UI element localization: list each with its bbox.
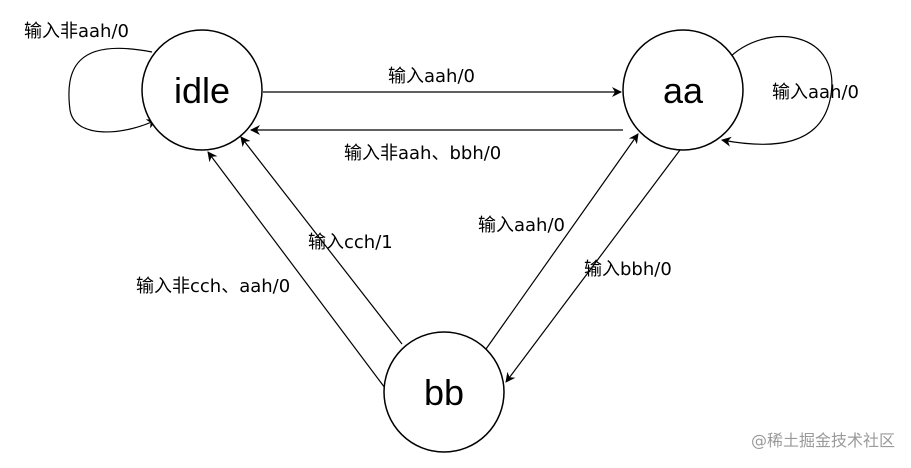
state-aa: aa (622, 29, 744, 151)
edge-bb-to-aa (485, 133, 639, 350)
edge-bb-to-idle-other (207, 151, 389, 393)
edge-aa-to-bb (505, 149, 681, 383)
label-idle-self-loop: 输入非aah/0 (24, 21, 129, 42)
label-bb-to-idle-other: 输入非cch、aah/0 (136, 276, 290, 297)
edge-idle-self-loop (68, 47, 157, 133)
edge-aa-self-loop (721, 36, 833, 147)
state-bb: bb (383, 331, 505, 453)
label-idle-to-aa: 输入aah/0 (388, 66, 475, 87)
watermark-text: @稀土掘金技术社区 (751, 431, 895, 450)
state-idle: idle (141, 29, 263, 151)
label-bb-to-idle-cch: 输入cch/1 (308, 232, 393, 253)
label-aa-to-bb: 输入bbh/0 (584, 259, 672, 280)
label-aa-to-idle: 输入非aah、bbh/0 (344, 143, 501, 164)
edge-bb-to-idle-cch (240, 136, 403, 345)
state-aa-label: aa (663, 70, 704, 111)
label-aa-self-loop: 输入aah/0 (772, 82, 859, 103)
state-idle-label: idle (174, 70, 230, 111)
state-bb-label: bb (424, 372, 464, 413)
label-bb-to-aa: 输入aah/0 (478, 215, 565, 236)
